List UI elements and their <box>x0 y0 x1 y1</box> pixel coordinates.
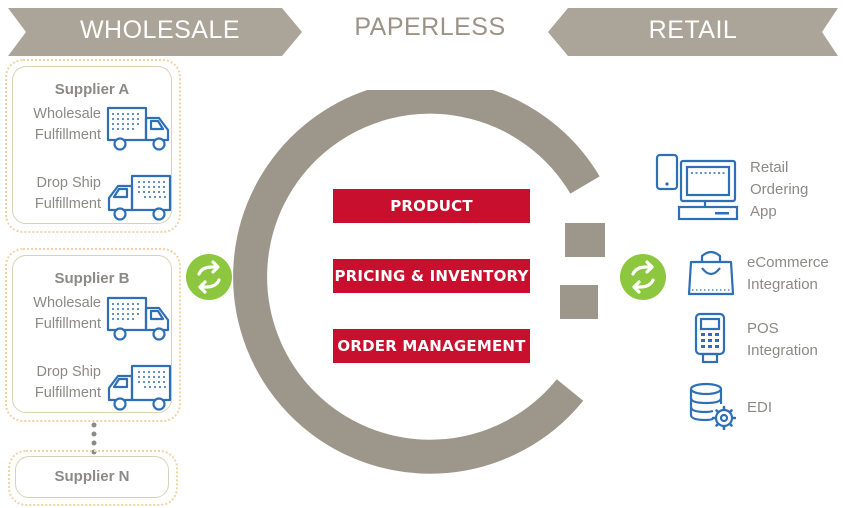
supplier-b-outline <box>5 248 181 422</box>
paperless-title: PAPERLESS <box>354 13 506 41</box>
supplier-n-title: Supplier N <box>54 468 130 485</box>
sync-left-icon <box>186 254 232 300</box>
supplier-n-card: Supplier N <box>15 456 169 498</box>
shopping-bag-icon <box>687 250 735 296</box>
wholesale-truck-icon <box>106 106 170 151</box>
dropship-truck-icon <box>107 364 172 411</box>
supplier-a-outline <box>5 59 181 233</box>
ring-notch-upper <box>565 223 605 257</box>
wholesale-truck-icon <box>106 296 170 341</box>
sync-right-icon <box>620 254 666 300</box>
ring-arc <box>233 90 600 474</box>
card-terminal-icon <box>694 312 726 364</box>
wholesale-title: WHOLESALE <box>79 16 241 44</box>
supplier-a-title: Supplier A <box>54 81 130 98</box>
ring-notch-lower <box>560 285 598 319</box>
pricing-inventory-pill: PRICING & INVENTORY <box>333 259 530 293</box>
supplier-b-title: Supplier B <box>54 270 130 287</box>
database-gear-icon <box>689 382 736 430</box>
wholesale-banner <box>8 8 302 56</box>
central-ring <box>233 90 605 474</box>
supplier-n-outline <box>8 450 178 506</box>
retail-title: RETAIL <box>648 16 738 44</box>
edi-label: EDI <box>747 399 773 416</box>
dropship-truck-icon <box>107 174 172 221</box>
retail-banner <box>548 8 838 56</box>
product-information-pill: PRODUCT INFORMATION <box>333 189 530 249</box>
order-management-pill: ORDER MANAGEMENT <box>333 329 530 363</box>
computer-tablet-icon <box>655 153 739 221</box>
header-banners <box>8 8 838 56</box>
